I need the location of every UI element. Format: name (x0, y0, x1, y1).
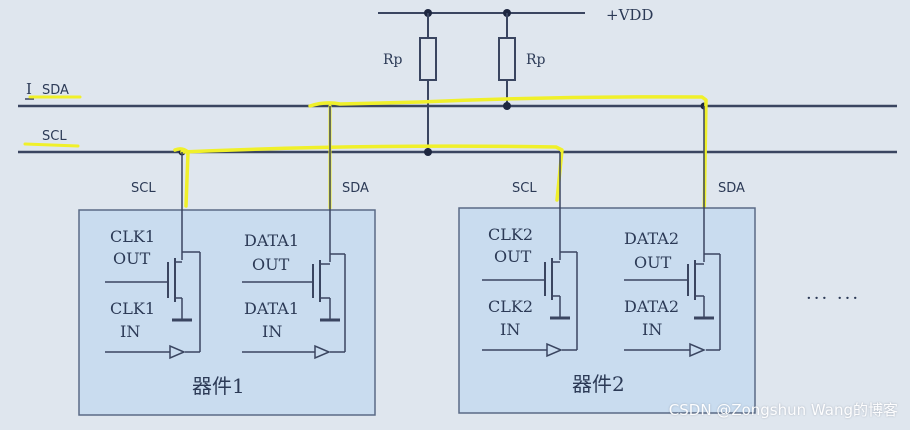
device-1-clk-out-label-2: OUT (113, 249, 151, 268)
device-2-clk-out-label-1: CLK2 (488, 225, 533, 244)
resistor-2-body (498, 37, 516, 81)
scl-junction (424, 148, 432, 156)
scl-highlight-path (180, 144, 564, 202)
device-1-clk-in-label-1: CLK1 (110, 299, 155, 318)
device-1-clk-in-label-2: IN (120, 322, 140, 341)
watermark: CSDN @Zongshun Wang的博客 (668, 401, 898, 419)
sda-bus-marker: I (26, 80, 32, 98)
device-2-name: 器件2 (572, 372, 625, 396)
device-2: CLK2 OUT CLK2 IN DATA2 OUT DATA2 IN 器件2 (458, 106, 756, 414)
device-2-clk-in-label-2: IN (500, 320, 520, 339)
device-1-clk-out-label-1: CLK1 (110, 227, 155, 246)
device-1-data-out-label-2: OUT (252, 255, 290, 274)
device-1-data-out-label-1: DATA1 (244, 231, 299, 250)
device-1-sda-pin-label: SDA (342, 181, 369, 196)
scl-bus-label: SCL (42, 129, 67, 144)
resistor-1-label: Rp (383, 52, 403, 68)
device-1: CLK1 OUT CLK1 IN DATA1 OUT DATA1 IN 器件1 (78, 106, 376, 416)
device-1-box (78, 209, 376, 416)
resistor-1-body (419, 37, 437, 81)
device-2-box (458, 207, 756, 414)
device-1-name: 器件1 (192, 374, 245, 398)
device-2-data-in-label-2: IN (642, 320, 662, 339)
device-2-data-out-label-1: DATA2 (624, 229, 679, 248)
scl-label-highlight (23, 142, 80, 148)
resistor-2-label: Rp (526, 52, 546, 68)
device-1-scl-pin-label: SCL (131, 181, 156, 196)
device-2-clk-out-label-2: OUT (494, 247, 532, 266)
device-2-scl-pin-label: SCL (512, 181, 537, 196)
device-2-sda-pin-label: SDA (718, 181, 745, 196)
more-devices-ellipsis: ··· ··· (806, 288, 860, 309)
sda-bus-label: SDA (42, 83, 69, 98)
device-1-data-in-label-1: DATA1 (244, 299, 299, 318)
sda-junction (503, 102, 511, 110)
device-2-data-in-label-1: DATA2 (624, 297, 679, 316)
device-1-data-in-label-2: IN (262, 322, 282, 341)
vdd-label: +VDD (606, 6, 653, 24)
sda-highlight-path (308, 95, 708, 227)
device-2-data-out-label-2: OUT (634, 253, 672, 272)
device-2-clk-in-label-1: CLK2 (488, 297, 533, 316)
